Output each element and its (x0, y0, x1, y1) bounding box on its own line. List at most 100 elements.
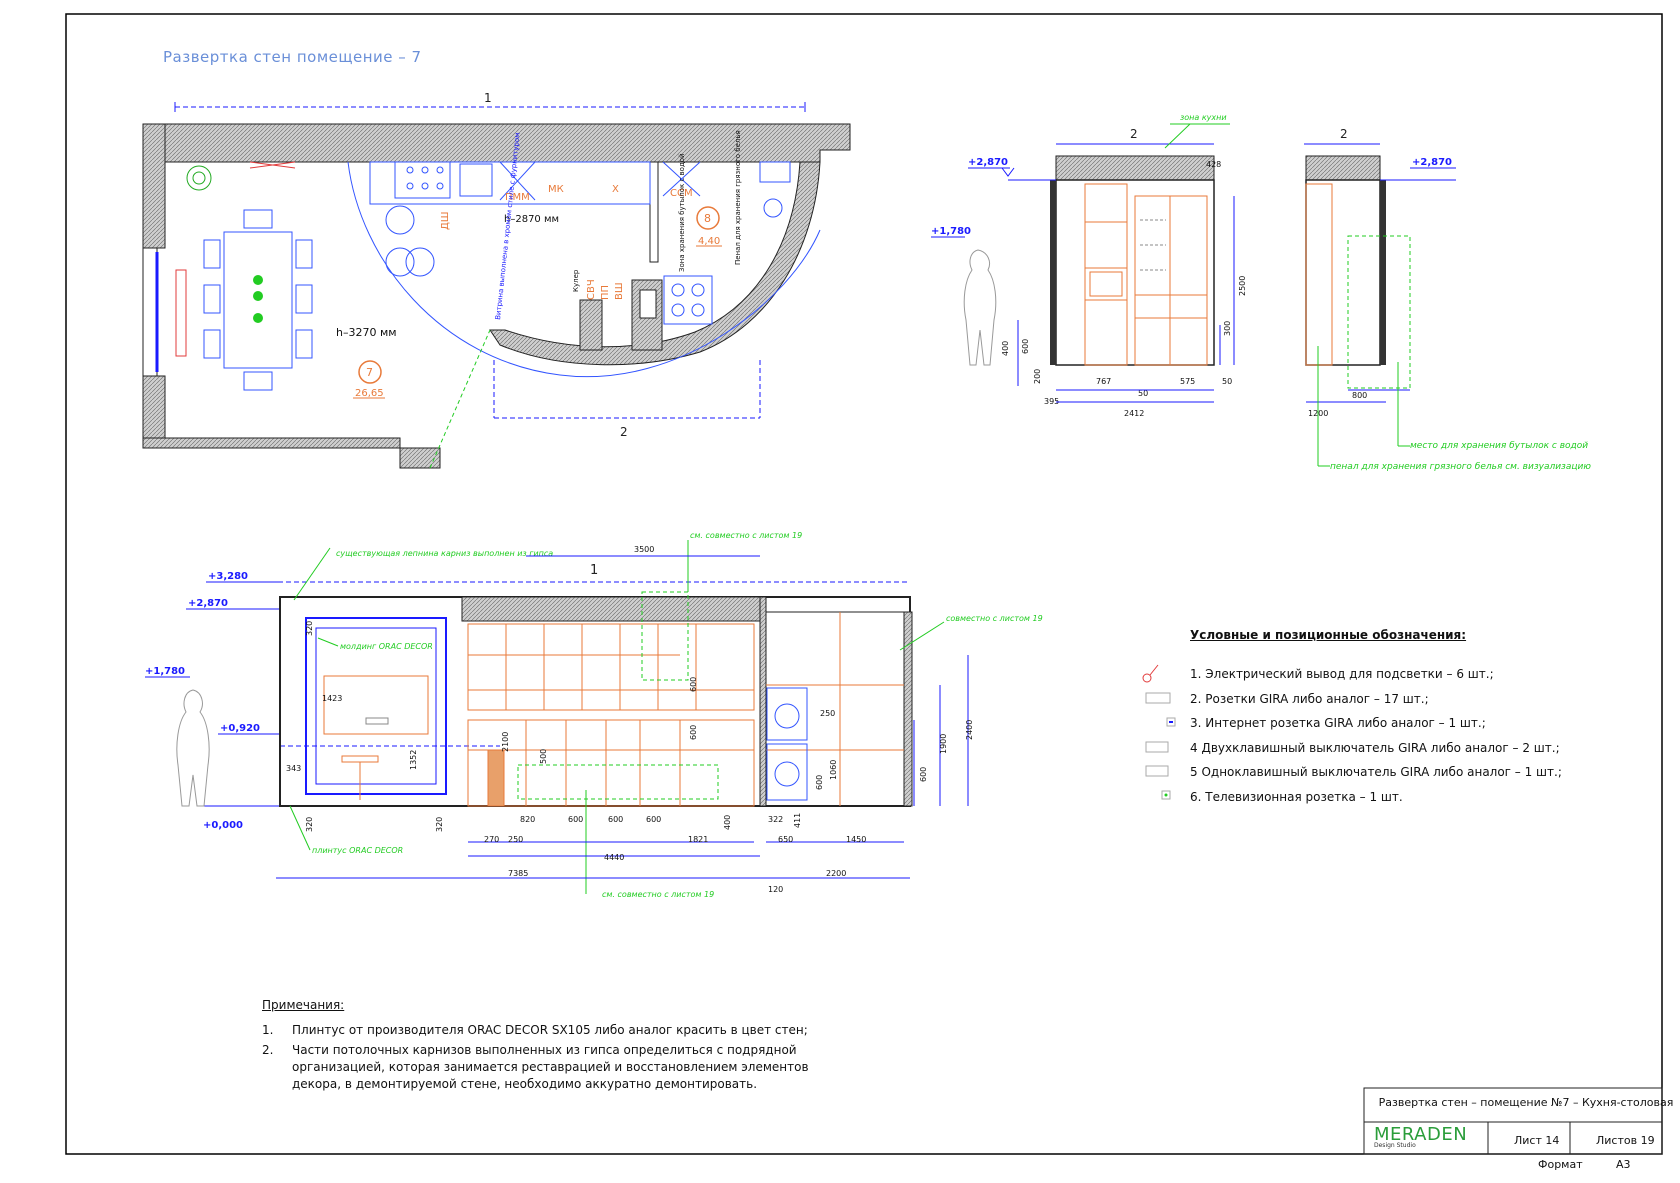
elev1-dim-600-d: 600 (646, 815, 661, 824)
elev1-dim-2100: 2100 (501, 732, 510, 752)
floor-plan: 1 ПММ МК Х ССМ (142, 91, 851, 469)
title-block-title: Развертка стен – помещение №7 – Кухня-ст… (1378, 1096, 1674, 1109)
plan-marker-2: 2 (620, 425, 628, 439)
elev1-level-3280: +3,280 (208, 571, 248, 582)
plan-room8-number: 8 (704, 212, 711, 225)
elev1-dim-320-c: 320 (435, 817, 444, 832)
legend-item-1: 1. Электрический вывод для подсветки – 6… (1190, 667, 1494, 682)
elev1-ceiling (461, 596, 763, 622)
plan-label-pp: ПП (600, 285, 611, 300)
elev1-dim-4440: 4440 (604, 853, 624, 862)
elev1-dim-820: 820 (520, 815, 535, 824)
elev1-dim-1352: 1352 (409, 750, 418, 770)
elev1-dim-3500: 3500 (634, 545, 654, 554)
notes-title: Примечания: (262, 998, 345, 1012)
plan-label-svch: СВЧ (586, 279, 597, 300)
legend-item-5: 5 Одноклавишный выключатель GIRA либо ан… (1190, 765, 1562, 780)
elev2-marker: 2 (1130, 127, 1138, 141)
elev1-dim-500: 500 (539, 749, 548, 764)
elev1-dim-1450: 1450 (846, 835, 866, 844)
sheet-frame (65, 13, 1663, 1155)
legend-item-2: 2. Розетки GIRA либо аналог – 17 шт.; (1190, 691, 1429, 706)
elev2-marker-b: 2 (1340, 127, 1348, 141)
elev1-dim-250-a: 250 (508, 835, 523, 844)
title-block-logo: MERADEN Design Studio (1374, 1124, 1468, 1149)
elev2-dim-6: 767 (1096, 377, 1111, 386)
plan-label-mk: МК (548, 184, 564, 195)
elev1-dim-411: 411 (793, 813, 802, 828)
elev1-level-1780: +1,780 (145, 666, 185, 677)
elev1-note-karniz: существующая лепнина карниз выполнен из … (336, 549, 553, 558)
elev1-dim-1060: 1060 (829, 760, 838, 780)
title-block-format-value: А3 (1616, 1158, 1631, 1171)
elev1-person (176, 689, 210, 807)
elev2-dim-2: 300 (1223, 321, 1232, 336)
elev2-level-1780: +1,780 (931, 226, 971, 237)
elev1-dim-7385: 7385 (508, 869, 528, 878)
note-1: 1. Плинтус от производителя ORAC DECOR S… (262, 1023, 808, 1037)
elev1-dim-2400: 2400 (965, 720, 974, 740)
plan-wall-top (143, 123, 851, 163)
elevation-1: 1 +3,280 +2,870 +1,780 +0,920 +0,000 (145, 531, 1043, 899)
plan-room7-height: h–3270 мм (336, 326, 397, 339)
page-title: Развертка стен помещение – 7 (163, 48, 422, 66)
elev2-dim-3: 600 (1021, 339, 1030, 354)
note-2: 2. Части потолочных карнизов выполненных… (262, 1043, 809, 1091)
legend-item-6: 6. Телевизионная розетка – 1 шт. (1190, 789, 1403, 804)
elev1-note-sovm19-a: см. совместно с листом 19 (690, 531, 802, 540)
plan-label-dsh: ДШ (440, 211, 451, 230)
plan-room7-area: 26,65 (355, 388, 384, 399)
elev2-dim-9: 50 (1222, 377, 1232, 386)
elev1-dim-250-b: 250 (820, 709, 835, 718)
elev1-note-sovm19-b: совместно с листом 19 (946, 614, 1043, 623)
elev1-dim-600-a: 600 (689, 725, 698, 740)
plan-marker-1: 1 (484, 91, 492, 105)
elev1-dim-322: 322 (768, 815, 783, 824)
elev2-dim-12: 800 (1352, 391, 1367, 400)
plan-label-kuler: Кулер (572, 269, 580, 292)
elev1-dim-1821: 1821 (688, 835, 708, 844)
plan-label-ssm: ССМ (670, 188, 693, 199)
legend: Условные и позиционные обозначения: 1. Э… (1190, 628, 1562, 809)
elev2-note-penal: пенал для хранения грязного белья см. ви… (1330, 462, 1591, 472)
elev1-note-sovm19-c: см. совместно с листом 19 (602, 890, 714, 899)
elev1-dim-650: 650 (778, 835, 793, 844)
plan-label-zona-hran: Зона хранения бутылок с водой (678, 153, 686, 272)
elev2-dim-0: 428 (1206, 160, 1221, 169)
elev1-dim-343: 343 (286, 764, 301, 773)
elev1-dim-600-e: 600 (815, 775, 824, 790)
elevation-2: 2 зона кухни +2,870 +1,780 428 (931, 113, 1591, 472)
elev1-dim-1900: 1900 (939, 734, 948, 754)
elev2-dim-5: 200 (1033, 369, 1042, 384)
elev1-dim-2200: 2200 (826, 869, 846, 878)
elev2-zona-kuhni: зона кухни (1180, 113, 1227, 122)
elev1-dim-400: 400 (723, 815, 732, 830)
elev1-dim-1423: 1423 (322, 694, 342, 703)
title-block-sheet: Лист 14 (1514, 1134, 1560, 1147)
plan-label-pmm: ПММ (505, 192, 530, 203)
elev2-ceiling (1055, 155, 1215, 181)
elev1-dim-120: 120 (768, 885, 783, 894)
elev1-note-molding: молдинг ORAC DECOR (340, 642, 433, 651)
elev1-level-0000: +0,000 (203, 820, 243, 831)
title-block (1363, 1087, 1663, 1155)
plan-wall-left-b (142, 375, 166, 449)
elev1-dim-600-f: 600 (919, 767, 928, 782)
elev2-dim-10: 395 (1044, 397, 1059, 406)
elev2-dim-11: 2412 (1124, 409, 1144, 418)
plan-label-x: Х (612, 184, 619, 195)
legend-title: Условные и позиционные обозначения: (1190, 628, 1467, 642)
plan-wall-left (142, 123, 166, 249)
elev1-dim-270: 270 (484, 835, 499, 844)
plan-label-vsh: ВШ (614, 282, 625, 300)
title-block-sheets: Листов 19 (1596, 1134, 1655, 1147)
elev2-dim-8: 575 (1180, 377, 1195, 386)
legend-item-4: 4 Двухклавишный выключатель GIRA либо ан… (1190, 740, 1560, 755)
elev1-dim-320-a: 320 (305, 621, 314, 636)
elev1-note-plintus: плинтус ORAC DECOR (312, 846, 403, 855)
title-block-format-label: Формат (1538, 1158, 1583, 1171)
plan-label-penal: Пенал для хранения грязного белья (734, 130, 742, 265)
elev2-person (963, 249, 997, 366)
elev1-level-0920: +0,920 (220, 723, 260, 734)
